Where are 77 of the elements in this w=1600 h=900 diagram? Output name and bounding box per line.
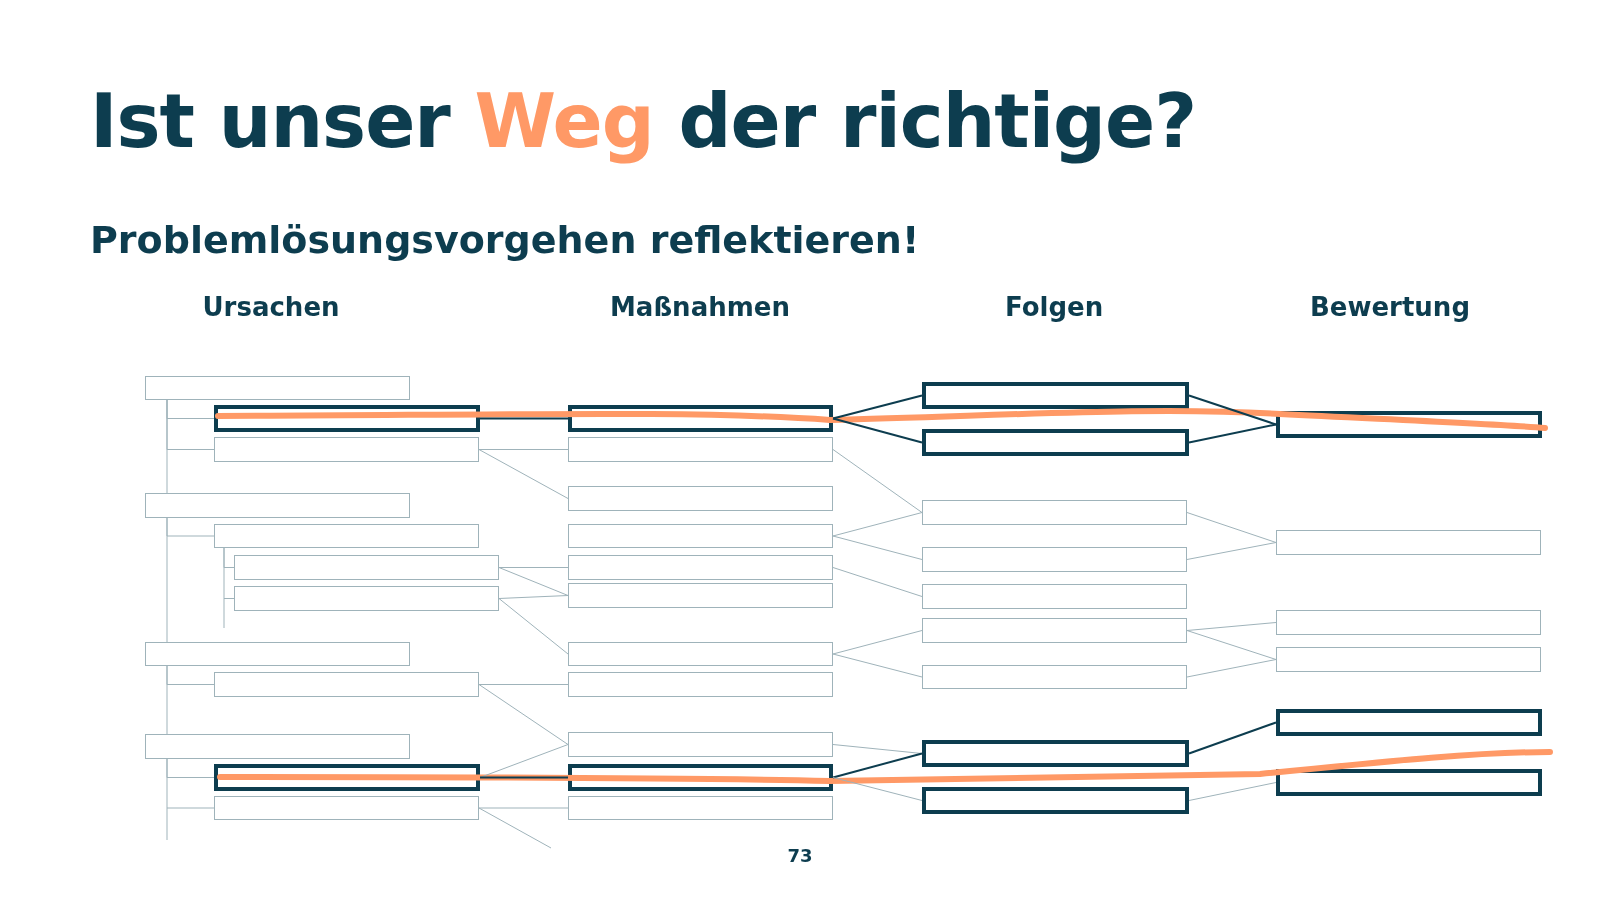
- connector-line: [832, 535, 923, 560]
- connector-line: [478, 684, 569, 745]
- connector-line: [1186, 512, 1277, 543]
- connector-line: [498, 598, 569, 655]
- empty-box: [568, 672, 833, 697]
- empty-box: [568, 555, 833, 580]
- empty-box: [568, 732, 833, 757]
- column-heading: Bewertung: [1310, 292, 1470, 322]
- empty-box: [214, 437, 479, 462]
- connector-line: [498, 567, 569, 596]
- empty-box: [145, 493, 410, 518]
- connector-line: [832, 630, 923, 655]
- connector-line: [832, 449, 923, 513]
- connector-line: [166, 758, 215, 841]
- connector-line: [1188, 782, 1277, 801]
- column-heading: Ursachen: [202, 292, 340, 322]
- connector-line: [478, 807, 569, 809]
- connector-line: [478, 449, 569, 499]
- connector-line: [832, 394, 923, 420]
- empty-box: [922, 429, 1189, 456]
- connector-line: [479, 776, 569, 779]
- empty-box: [1276, 647, 1541, 672]
- connector-line: [166, 399, 168, 494]
- empty-box: [145, 734, 410, 759]
- empty-box: [568, 583, 833, 608]
- connector-line: [223, 547, 235, 629]
- connector-line: [1186, 542, 1277, 560]
- empty-box: [922, 547, 1187, 572]
- empty-box: [568, 796, 833, 820]
- empty-box: [568, 524, 833, 548]
- connector-line: [1188, 394, 1277, 426]
- connector-line: [832, 653, 923, 678]
- connector-line: [832, 567, 923, 597]
- connector-line: [832, 417, 923, 444]
- empty-box: [1276, 610, 1541, 635]
- empty-box: [145, 642, 410, 666]
- connector-line: [1186, 622, 1277, 631]
- connector-line: [479, 744, 569, 778]
- empty-box: [1276, 709, 1542, 736]
- empty-box: [214, 524, 479, 548]
- connector-line: [832, 752, 923, 779]
- empty-box: [568, 642, 833, 666]
- empty-box: [922, 584, 1187, 609]
- connector-line: [478, 449, 569, 450]
- empty-box: [1276, 769, 1542, 796]
- empty-box: [922, 500, 1187, 525]
- connector-line: [498, 567, 569, 568]
- connector-line: [832, 512, 923, 537]
- empty-box: [234, 555, 499, 580]
- empty-box: [922, 382, 1189, 409]
- page-number: 73: [787, 845, 813, 866]
- empty-box: [922, 787, 1189, 814]
- connector-line: [478, 807, 552, 849]
- empty-box: [234, 586, 499, 611]
- subtitle: Problemlösungsvorgehen reflektieren!: [90, 218, 920, 262]
- column-heading: Folgen: [1005, 292, 1104, 322]
- empty-box: [145, 376, 410, 400]
- empty-box: [214, 672, 479, 697]
- connector-line: [479, 417, 569, 420]
- empty-box: [1276, 530, 1541, 555]
- connector-line: [1186, 630, 1277, 660]
- connector-line: [166, 665, 168, 735]
- connector-line: [1188, 423, 1277, 444]
- empty-box: [568, 437, 833, 462]
- empty-box: [568, 486, 833, 511]
- connector-line: [498, 595, 569, 599]
- connector-line: [478, 684, 569, 685]
- column-heading: Maßnahmen: [610, 292, 790, 322]
- empty-box: [214, 796, 479, 820]
- connector-line: [166, 517, 168, 643]
- empty-box: [922, 618, 1187, 643]
- connector-line: [1188, 721, 1277, 755]
- empty-box: [922, 665, 1187, 689]
- page-title: Ist unser Weg der richtige?: [90, 78, 1197, 164]
- connector-line: [832, 777, 923, 801]
- connector-line: [1186, 659, 1277, 678]
- empty-box: [922, 740, 1189, 767]
